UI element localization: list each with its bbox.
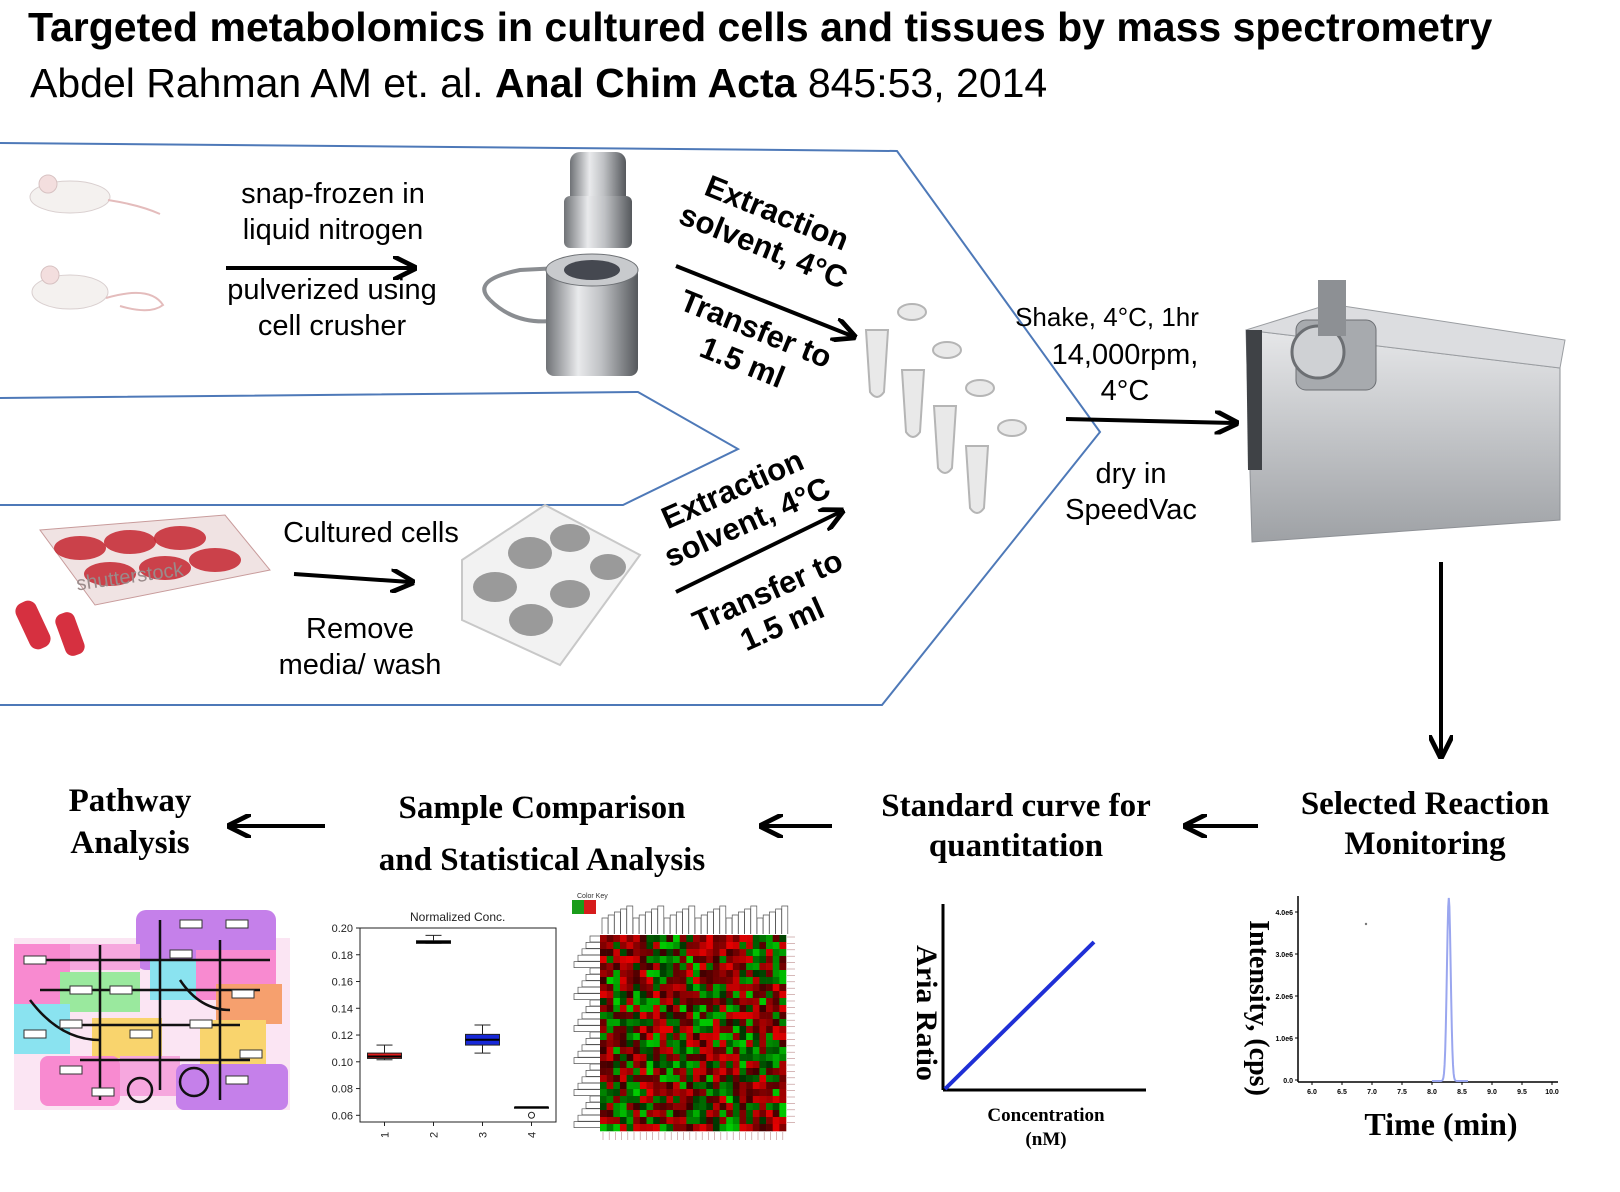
- srm-heading: Selected Reaction Monitoring: [1280, 784, 1570, 864]
- std-curve-xlabel: Concentration (nM): [966, 1104, 1126, 1152]
- tubes-image: [864, 303, 1027, 514]
- heatmap-image: [572, 900, 795, 1140]
- boxplot-title: Normalized Conc.: [410, 910, 506, 924]
- figure-title: Targeted metabolomics in cultured cells …: [28, 4, 1493, 50]
- tissue-step2-line1: pulverized using: [227, 274, 437, 306]
- boxplot-ytick-label: 0.08: [332, 1084, 353, 1096]
- srm-xtick-label: 9.5: [1517, 1089, 1527, 1096]
- srm-xtick-label: 8.5: [1457, 1089, 1467, 1096]
- std-curve-ylabel: Aria Ratio: [910, 945, 943, 1081]
- cell-crusher-image: [482, 152, 639, 376]
- std-curve-xlabel-line1: Concentration: [987, 1105, 1105, 1126]
- dry-line1: dry in: [1095, 458, 1167, 490]
- boxplot-xtick-label: 1: [380, 1132, 392, 1138]
- boxplot-ytick-label: 0.12: [332, 1030, 353, 1042]
- rpm-line1: 14,000rpm,: [1051, 339, 1199, 371]
- boxplot-ytick-label: 0.20: [332, 923, 353, 935]
- cells-step2-line2: media/ wash: [278, 649, 442, 681]
- boxplot-container: Normalized Conc. 0.20 0.18 0.16 0.14 0.12 0.1…: [320, 902, 570, 1152]
- heatmap-legend-title: Color Key: [577, 893, 608, 900]
- sample-heading-line2: and Statistical Analysis: [378, 842, 706, 878]
- boxplot-frame: [359, 927, 557, 1123]
- boxplot-ytick-label: 0.06: [332, 1110, 353, 1122]
- mouse-icon-1: [29, 174, 161, 215]
- srm-heading-line1: Selected Reaction: [1300, 786, 1550, 822]
- cells-step2-line1: Remove: [306, 613, 414, 645]
- srm-xtick-label: 10.0: [1545, 1089, 1559, 1096]
- boxplot-box: [465, 1024, 500, 1054]
- boxplot-box: [416, 934, 451, 944]
- dry-label: dry in SpeedVac: [1046, 456, 1216, 528]
- dry-line2: SpeedVac: [1065, 494, 1197, 526]
- boxplot-box: [367, 1044, 402, 1061]
- boxplot-ytick-label: 0.14: [332, 1003, 353, 1015]
- arrow-culture: [293, 574, 410, 582]
- mouse-icon-2: [31, 265, 165, 312]
- std-curve-xlabel-line2: (nM): [1025, 1129, 1067, 1150]
- srm-ytick-label: 4.0e6: [1275, 910, 1293, 917]
- arrow-extract-tissue: [675, 264, 852, 336]
- boxplot-ytick-label: 0.10: [332, 1057, 353, 1069]
- std-heading-line1: Standard curve for: [881, 788, 1151, 824]
- pathway-heading-line1: Pathway: [68, 783, 192, 819]
- srm-xtick-label: 7.0: [1367, 1089, 1377, 1096]
- srm-xtick-label: 9.0: [1487, 1089, 1497, 1096]
- culture-plate-image: [15, 514, 271, 656]
- srm-ytick-label: 2.0e6: [1275, 994, 1293, 1001]
- mass-spectrometer-image: [1245, 280, 1566, 543]
- srm-ylabel: Intensity, (cps): [1243, 920, 1274, 1096]
- srm-xlabel: Time (min): [1364, 1106, 1518, 1142]
- citation-ref: 845:53, 2014: [807, 60, 1048, 106]
- srm-chromatogram: 4.0e6 3.0e6 2.0e6 1.0e6 0.0 6.0 6.5 7.0 7.5 8.0 8.…: [1275, 896, 1559, 1096]
- sample-heading-line1: Sample Comparison: [398, 790, 686, 826]
- boxplot-ytick-label: 0.16: [332, 977, 353, 989]
- tissue-step1-line2: liquid nitrogen: [242, 214, 424, 246]
- boxplot-xtick-label: 2: [429, 1132, 441, 1138]
- srm-xtick-label: 6.5: [1337, 1089, 1347, 1096]
- pathway-map-image: [14, 910, 290, 1110]
- srm-ytick-label: 0.0: [1283, 1078, 1293, 1085]
- shake-label: Shake, 4°C, 1hr: [1015, 302, 1199, 332]
- tissue-chevron-outline: [0, 142, 1102, 706]
- srm-xtick-label: 8.0: [1427, 1089, 1437, 1096]
- cells-step2-label: Remove media/ wash: [250, 611, 470, 683]
- srm-ytick-label: 1.0e6: [1275, 1036, 1293, 1043]
- srm-peak: [1432, 897, 1468, 1082]
- citation: Abdel Rahman AM et. al. Anal Chim Acta 8…: [30, 60, 1047, 107]
- citation-journal: Anal Chim Acta: [494, 60, 797, 106]
- pathway-heading: Pathway Analysis: [50, 780, 210, 864]
- arrow-extract-cells: [675, 512, 840, 594]
- washed-plate-image: [461, 503, 642, 667]
- tissue-step2-label: pulverized using cell crusher: [212, 272, 452, 344]
- tissue-step1-line1: snap-frozen in: [241, 178, 425, 210]
- tissue-step1-label: snap-frozen in liquid nitrogen: [218, 176, 448, 248]
- pathway-heading-line2: Analysis: [70, 825, 190, 861]
- citation-authors: Abdel Rahman AM et. al.: [30, 60, 484, 106]
- boxplot-xtick-label: 4: [527, 1132, 539, 1138]
- sample-comparison-heading: Sample Comparison and Statistical Analys…: [360, 782, 724, 886]
- boxplot-box: [514, 1106, 549, 1119]
- boxplot-chart: 0.20 0.18 0.16 0.14 0.12 0.10 0.08 0.06 1 2 3 4: [332, 923, 557, 1138]
- srm-xtick-label: 6.0: [1307, 1089, 1317, 1096]
- std-curve-heading: Standard curve for quantitation: [866, 786, 1166, 866]
- cells-step1-label: Cultured cells: [283, 517, 459, 549]
- srm-heading-line2: Monitoring: [1344, 826, 1506, 862]
- boxplot-ytick-label: 0.18: [332, 950, 353, 962]
- standard-curve-chart: [941, 904, 1146, 1092]
- rpm-line2: 4°C: [1100, 375, 1150, 407]
- boxplot-xtick-label: 3: [478, 1132, 490, 1138]
- tissue-step2-line2: cell crusher: [257, 310, 407, 342]
- rpm-label: 14,000rpm, 4°C: [1040, 337, 1210, 409]
- arrow-to-ms: [1065, 419, 1234, 423]
- std-heading-line2: quantitation: [928, 828, 1104, 864]
- srm-ytick-label: 3.0e6: [1275, 952, 1293, 959]
- standard-curve-line: [943, 940, 1096, 1091]
- srm-xtick-label: 7.5: [1397, 1089, 1407, 1096]
